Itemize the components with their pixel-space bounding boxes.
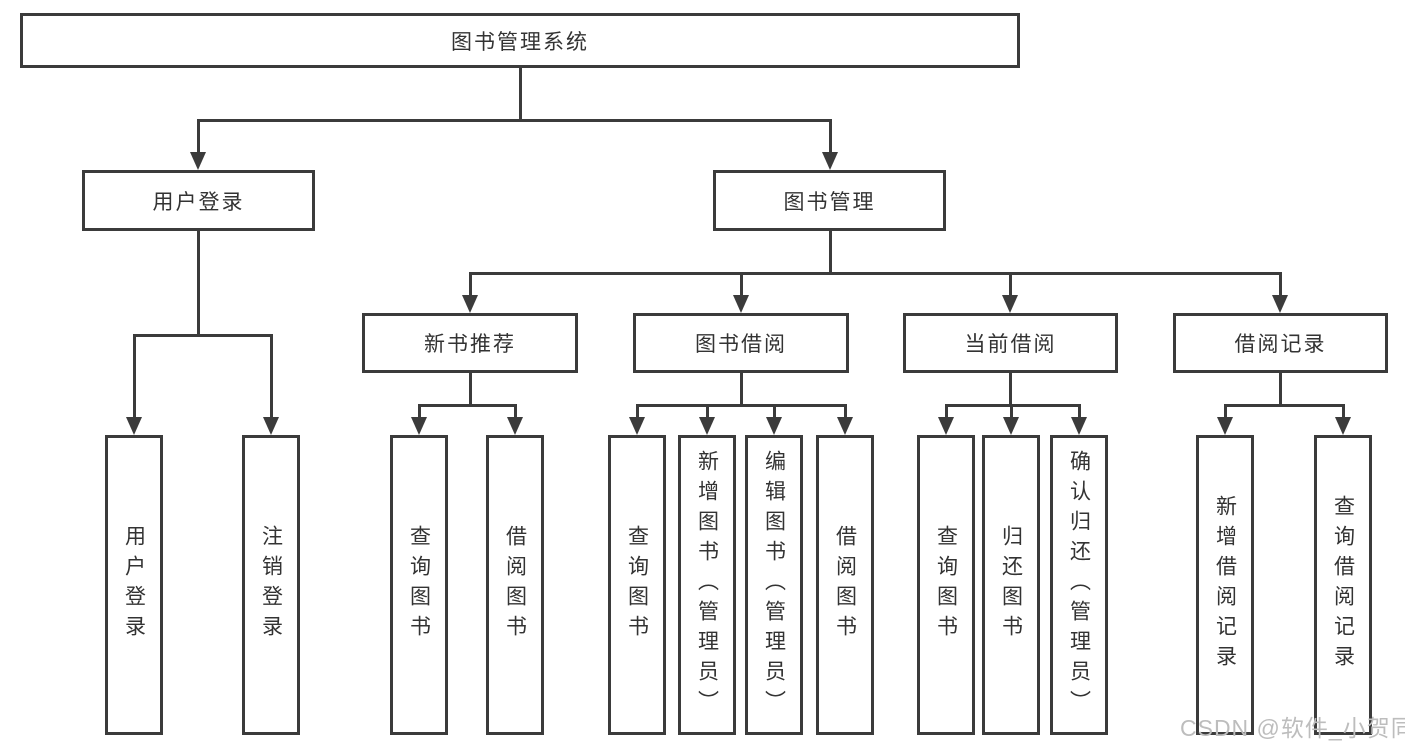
connector-drop <box>740 272 743 297</box>
connector-drop <box>1224 404 1227 419</box>
connector-drop <box>133 334 136 419</box>
arrow-down-icon <box>1071 417 1087 435</box>
connector-bar <box>197 119 831 122</box>
connector-bar <box>133 334 272 337</box>
connector-drop <box>844 404 847 419</box>
leaf-label: 查询图书 <box>625 525 649 645</box>
connector-drop <box>1009 272 1012 297</box>
node-label: 当前借阅 <box>964 333 1057 356</box>
leaf-add-borrow-record: 新增借阅记录 <box>1196 435 1254 735</box>
connector-drop <box>1342 404 1345 419</box>
arrow-down-icon <box>1217 417 1233 435</box>
leaf-label: 确认归还（管理员） <box>1067 450 1091 720</box>
connector-stem <box>1279 373 1282 407</box>
arrow-down-icon <box>837 417 853 435</box>
connector-stem <box>469 373 472 407</box>
connector-drop <box>469 272 472 297</box>
leaf-query-books: 查询图书 <box>608 435 666 735</box>
arrow-down-icon <box>263 417 279 435</box>
connector-drop <box>945 404 948 419</box>
node-book-management: 图书管理 <box>713 170 946 231</box>
connector-stem <box>740 373 743 407</box>
connector-drop <box>636 404 639 419</box>
arrow-down-icon <box>462 295 478 313</box>
connector-bar <box>418 404 516 407</box>
leaf-logout: 注销登录 <box>242 435 300 735</box>
leaf-label: 新增借阅记录 <box>1213 495 1237 675</box>
leaf-label: 查询图书 <box>407 525 431 645</box>
leaf-label: 借阅图书 <box>503 525 527 645</box>
leaf-label: 新增图书（管理员） <box>695 450 719 720</box>
arrow-down-icon <box>1335 417 1351 435</box>
connector-drop <box>418 404 421 419</box>
node-borrowing-records: 借阅记录 <box>1173 313 1388 373</box>
arrow-down-icon <box>1003 417 1019 435</box>
connector-stem <box>829 231 832 273</box>
leaf-user-login: 用户登录 <box>105 435 163 735</box>
node-label: 图书管理系统 <box>451 30 589 54</box>
leaf-borrow-books: 借阅图书 <box>816 435 874 735</box>
leaf-edit-books-admin: 编辑图书（管理员） <box>745 435 803 735</box>
leaf-confirm-return-admin: 确认归还（管理员） <box>1050 435 1108 735</box>
arrow-down-icon <box>822 152 838 170</box>
connector-drop <box>829 119 832 155</box>
leaf-label: 归还图书 <box>999 525 1023 645</box>
node-user-login: 用户登录 <box>82 170 315 231</box>
leaf-label: 编辑图书（管理员） <box>762 450 786 720</box>
connector-drop <box>1010 404 1013 419</box>
node-label: 用户登录 <box>152 190 245 214</box>
arrow-down-icon <box>766 417 782 435</box>
connector-stem <box>1009 373 1012 407</box>
csdn-watermark: CSDN @软件_小贺同学 <box>1180 715 1405 741</box>
arrow-down-icon <box>190 152 206 170</box>
node-label: 图书借阅 <box>695 333 787 356</box>
leaf-borrow-books: 借阅图书 <box>486 435 544 735</box>
connector-bar <box>636 404 846 407</box>
connector-drop <box>270 334 273 419</box>
connector-drop <box>197 119 200 155</box>
connector-stem <box>197 231 200 336</box>
node-book-borrowing: 图书借阅 <box>633 313 849 373</box>
node-library-management-system: 图书管理系统 <box>20 13 1020 68</box>
connector-stem <box>519 68 522 120</box>
connector-drop <box>1078 404 1081 419</box>
connector-bar <box>1224 404 1344 407</box>
leaf-label: 查询图书 <box>934 525 958 645</box>
leaf-query-borrow-record: 查询借阅记录 <box>1314 435 1372 735</box>
node-new-book-recommendation: 新书推荐 <box>362 313 578 373</box>
node-label: 新书推荐 <box>424 333 516 356</box>
connector-drop <box>1279 272 1282 297</box>
arrow-down-icon <box>733 295 749 313</box>
node-label: 图书管理 <box>783 190 876 214</box>
leaf-label: 注销登录 <box>259 525 283 645</box>
leaf-query-books: 查询图书 <box>390 435 448 735</box>
arrow-down-icon <box>126 417 142 435</box>
connector-drop <box>514 404 517 419</box>
leaf-add-books-admin: 新增图书（管理员） <box>678 435 736 735</box>
leaf-return-books: 归还图书 <box>982 435 1040 735</box>
leaf-query-books: 查询图书 <box>917 435 975 735</box>
connector-drop <box>706 404 709 419</box>
connector-bar <box>469 272 1282 275</box>
arrow-down-icon <box>629 417 645 435</box>
arrow-down-icon <box>1272 295 1288 313</box>
arrow-down-icon <box>699 417 715 435</box>
node-current-borrowing: 当前借阅 <box>903 313 1118 373</box>
connector-drop <box>773 404 776 419</box>
arrow-down-icon <box>507 417 523 435</box>
arrow-down-icon <box>938 417 954 435</box>
leaf-label: 查询借阅记录 <box>1331 495 1355 675</box>
arrow-down-icon <box>1002 295 1018 313</box>
arrow-down-icon <box>411 417 427 435</box>
leaf-label: 借阅图书 <box>833 525 857 645</box>
leaf-label: 用户登录 <box>122 525 146 645</box>
node-label: 借阅记录 <box>1234 333 1327 356</box>
